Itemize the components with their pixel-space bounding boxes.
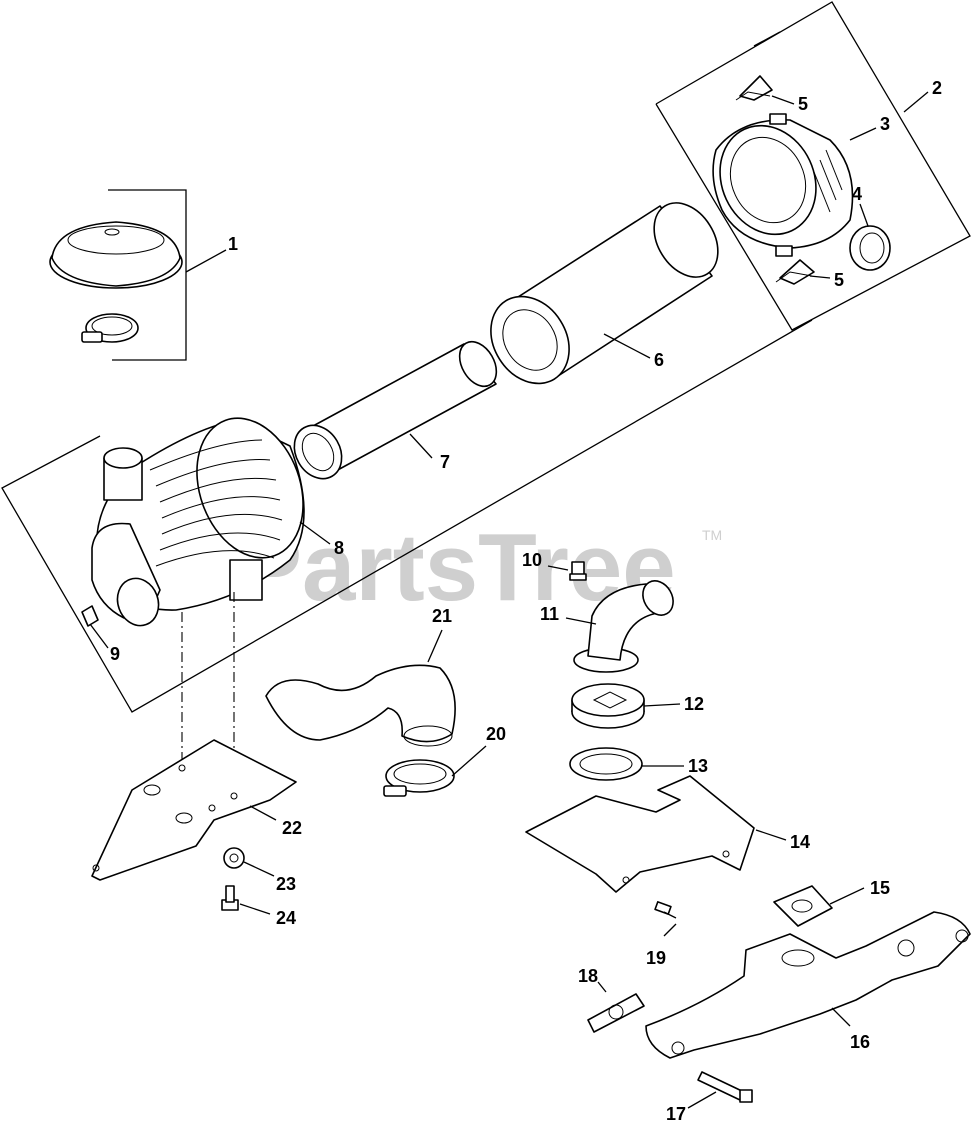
callout-8: 8 bbox=[334, 538, 344, 558]
part-12-adapter bbox=[571, 683, 645, 729]
part-8-body-group bbox=[1, 319, 813, 713]
part-1-cover-group bbox=[49, 189, 187, 361]
callout-14: 14 bbox=[790, 832, 810, 852]
callout-3: 3 bbox=[880, 114, 890, 134]
callout-13: 13 bbox=[688, 756, 708, 776]
callout-21: 21 bbox=[432, 606, 452, 626]
part-9-valve bbox=[81, 605, 99, 627]
part-15-gasket bbox=[773, 885, 833, 927]
part-22-bracket bbox=[91, 739, 297, 881]
callout-1: 1 bbox=[228, 234, 238, 254]
callout-5-top: 5 bbox=[798, 94, 808, 114]
callout-4: 4 bbox=[852, 184, 862, 204]
part-2-precleaner-group bbox=[655, 1, 971, 331]
part-23-washer bbox=[223, 847, 245, 869]
callout-5-bottom: 5 bbox=[834, 270, 844, 290]
part-7-inner-element bbox=[293, 340, 498, 480]
part-6-filter-element bbox=[490, 202, 719, 385]
watermark-trademark: TM bbox=[702, 527, 722, 543]
part-19-screw bbox=[654, 901, 677, 919]
part-20-clamp bbox=[383, 759, 455, 797]
callout-18: 18 bbox=[578, 966, 598, 986]
part-3-housing bbox=[712, 113, 854, 257]
leader-lines bbox=[89, 91, 929, 1109]
callout-11: 11 bbox=[540, 604, 559, 624]
part-10-fitting bbox=[569, 561, 587, 581]
callout-16: 16 bbox=[850, 1032, 870, 1052]
callout-10: 10 bbox=[522, 550, 542, 570]
part-11-elbow bbox=[573, 580, 674, 673]
callout-20: 20 bbox=[486, 724, 506, 744]
callout-22: 22 bbox=[282, 818, 302, 838]
callout-6: 6 bbox=[654, 350, 664, 370]
callout-15: 15 bbox=[870, 878, 890, 898]
part-4-ring bbox=[849, 225, 891, 271]
callout-17: 17 bbox=[666, 1104, 686, 1124]
part-14-heat-shield bbox=[525, 775, 755, 893]
callout-12: 12 bbox=[684, 694, 704, 714]
callout-2: 2 bbox=[932, 78, 942, 98]
part-5-clip-top bbox=[735, 75, 773, 101]
part-17-bolt bbox=[697, 1071, 753, 1103]
part-16-manifold bbox=[645, 911, 971, 1059]
callout-9: 9 bbox=[110, 644, 120, 664]
callout-24: 24 bbox=[276, 908, 296, 928]
callout-labels: 1 2 3 4 5 5 6 7 8 9 10 11 12 13 14 15 16… bbox=[110, 78, 942, 1124]
callout-19: 19 bbox=[646, 948, 666, 968]
part-13-gasket bbox=[569, 747, 643, 781]
part-21-hose bbox=[265, 664, 456, 747]
callout-7: 7 bbox=[440, 452, 450, 472]
part-8-air-cleaner-body bbox=[91, 417, 305, 627]
part-5-clip-bottom bbox=[775, 259, 815, 285]
part-24-bolt bbox=[221, 885, 239, 911]
part-18-gasket bbox=[587, 993, 645, 1033]
callout-23: 23 bbox=[276, 874, 296, 894]
